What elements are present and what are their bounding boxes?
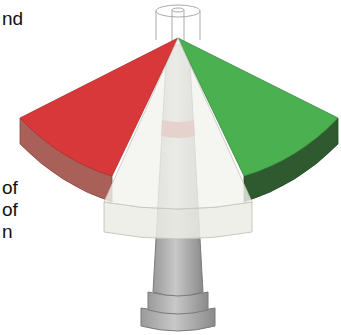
cropped-text: of [2, 178, 18, 197]
cropped-text: of [2, 200, 18, 219]
cropped-text: n [2, 222, 13, 241]
white-sector [104, 38, 252, 239]
cropped-text: nd [2, 9, 23, 28]
tower-base [141, 292, 215, 331]
